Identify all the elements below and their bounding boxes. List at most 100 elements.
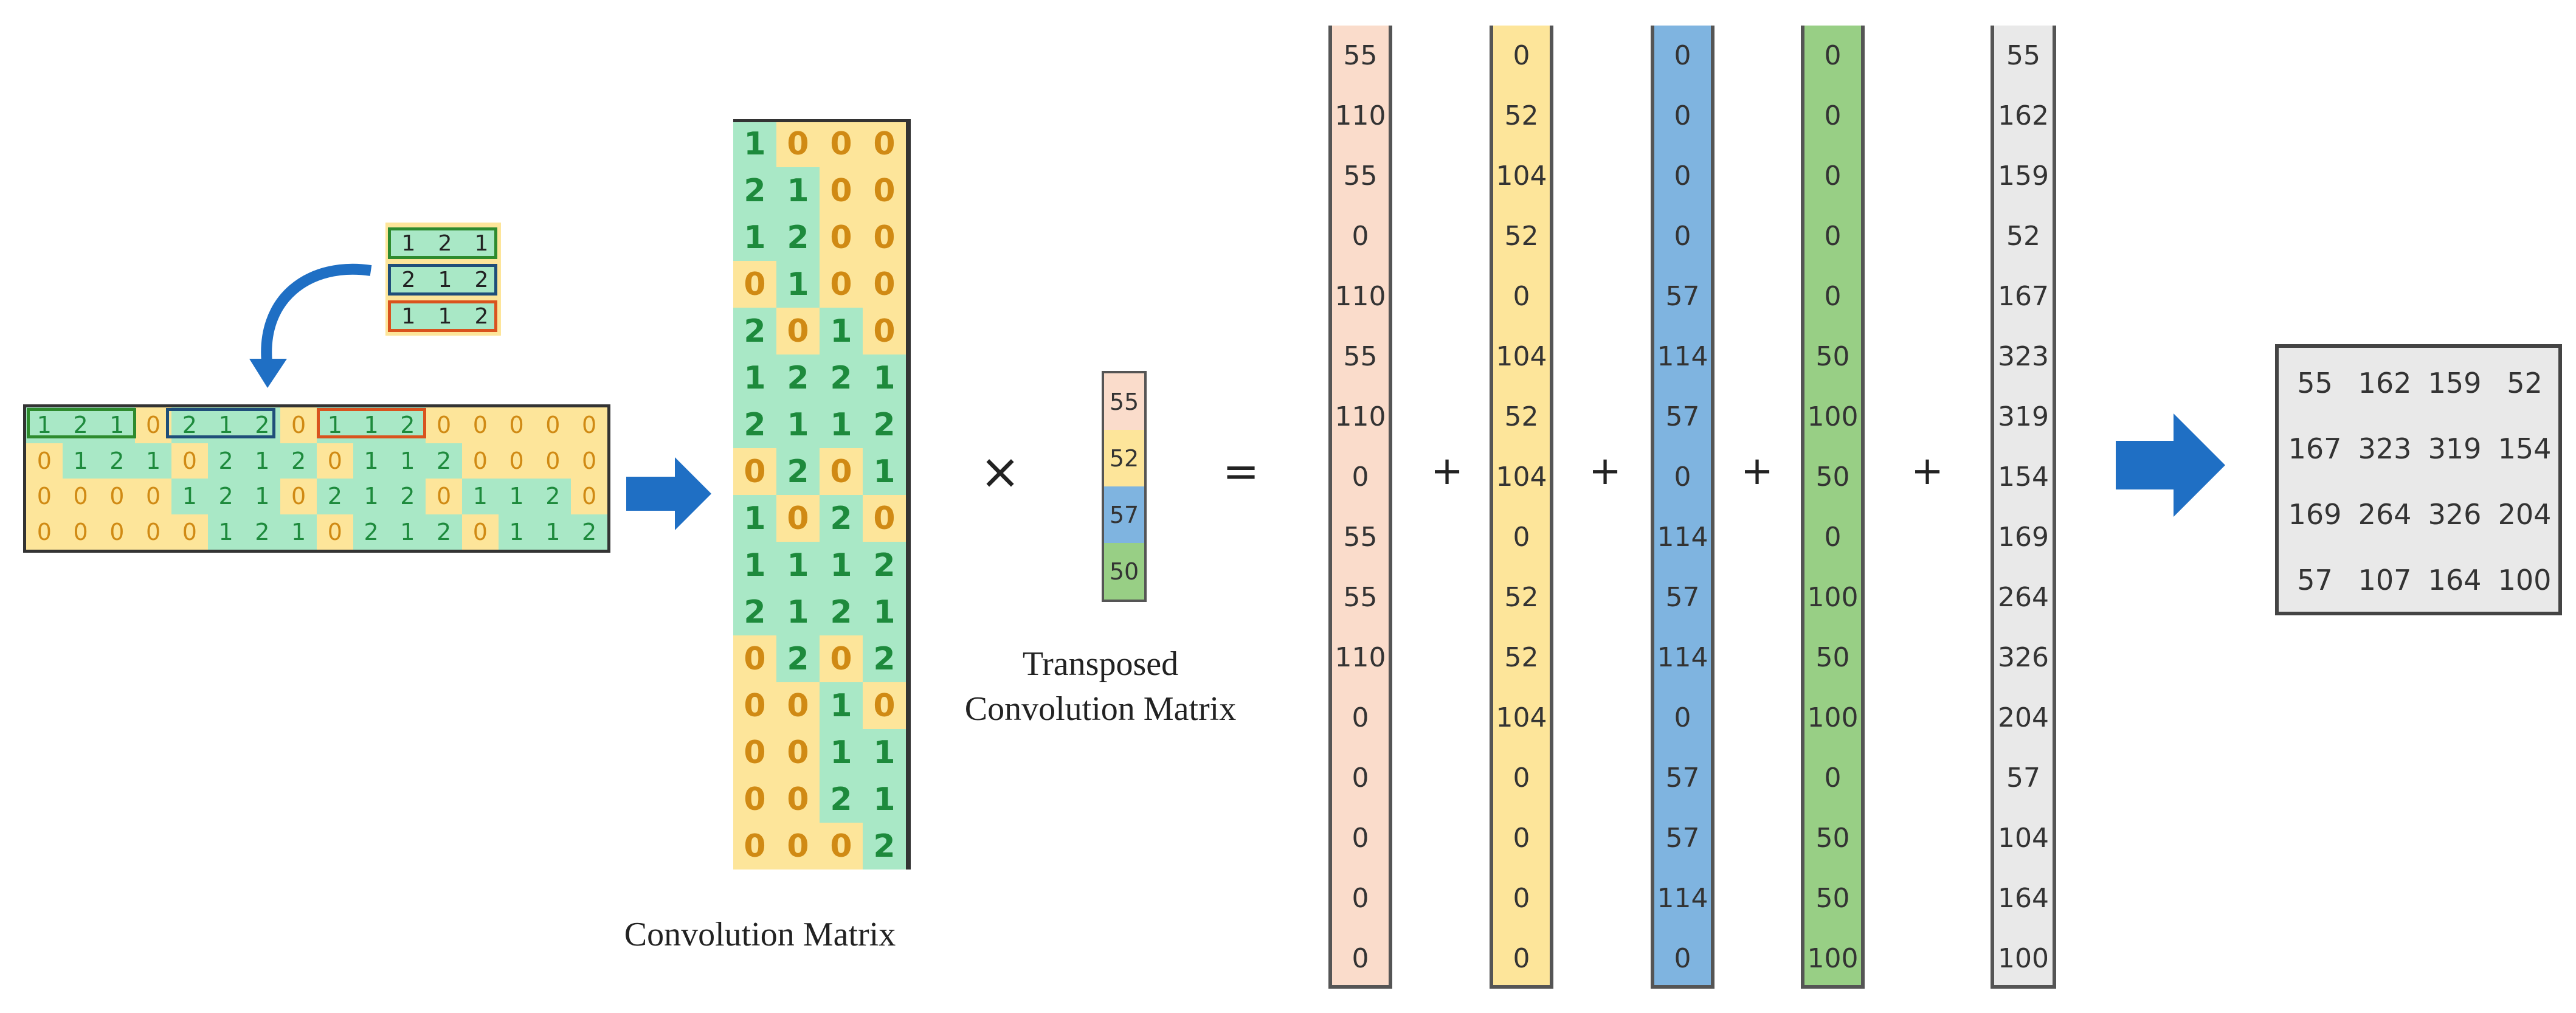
- kernel-cell: 1: [474, 230, 489, 256]
- input-cell: 0: [98, 479, 136, 514]
- input-cell: 2: [389, 479, 426, 514]
- column-value: 52: [1504, 582, 1539, 613]
- input-cell: 1: [498, 479, 535, 514]
- input-cell: 0: [26, 514, 63, 550]
- column-value: 167: [1998, 281, 2049, 312]
- column-value: 110: [1335, 100, 1386, 131]
- conv-cell: 2: [733, 308, 776, 354]
- conv-cell: 1: [863, 589, 906, 635]
- input-cell: 1: [244, 479, 281, 514]
- input-cell: 0: [171, 443, 208, 479]
- column-value: 52: [1504, 401, 1539, 432]
- block-arrow-icon: [2116, 413, 2225, 517]
- conv-cell: 2: [776, 448, 820, 495]
- conv-cell: 2: [820, 589, 863, 635]
- highlight-box-orange: [317, 408, 426, 438]
- plus-operator-2: +: [1589, 449, 1621, 494]
- transposed-caption-line2: Convolution Matrix: [964, 690, 1237, 728]
- conv-cell: 0: [776, 682, 820, 729]
- conv-matrix-top-border: [733, 119, 911, 122]
- input-cell: 1: [244, 443, 281, 479]
- column-value: 55: [1343, 40, 1378, 71]
- input-cell: 1: [353, 443, 390, 479]
- output-cell: 164: [2428, 564, 2482, 596]
- column-value: 0: [1513, 281, 1530, 312]
- column-value: 55: [1343, 522, 1378, 553]
- column-value: 0: [1824, 281, 1842, 312]
- curved-arrow-icon: [249, 263, 372, 388]
- output-cell: 204: [2498, 498, 2552, 531]
- conv-cell: 0: [733, 635, 776, 682]
- column-value: 52: [1504, 100, 1539, 131]
- column-value: 0: [1513, 40, 1530, 71]
- input-cell: 0: [571, 407, 607, 443]
- input-cell: 0: [462, 443, 499, 479]
- column-value: 0: [1513, 823, 1530, 854]
- column-value: 0: [1674, 100, 1691, 131]
- conv-cell: 2: [820, 495, 863, 542]
- conv-cell: 2: [776, 354, 820, 401]
- input-cell: 1: [353, 479, 390, 514]
- column-value: 104: [1496, 161, 1547, 192]
- conv-cell: 0: [776, 823, 820, 870]
- conv-cell: 0: [776, 308, 820, 354]
- input-cell: 2: [426, 514, 462, 550]
- column-value: 154: [1998, 462, 2049, 493]
- conv-cell: 2: [863, 635, 906, 682]
- input-cell: 0: [498, 443, 535, 479]
- conv-cell: 2: [733, 589, 776, 635]
- column-value: 0: [1352, 883, 1369, 914]
- column-value: 57: [1665, 823, 1700, 854]
- input-cell: 2: [317, 479, 353, 514]
- column-value: 0: [1824, 522, 1842, 553]
- conv-cell: 2: [863, 401, 906, 448]
- column-value: 100: [1807, 702, 1859, 733]
- kernel-cell: 2: [474, 267, 489, 292]
- column-value: 52: [1504, 221, 1539, 252]
- conv-cell: 1: [820, 682, 863, 729]
- conv-cell: 0: [733, 729, 776, 776]
- output-cell: 107: [2358, 564, 2412, 596]
- kernel-row: [388, 300, 497, 332]
- input-cell: 1: [534, 514, 571, 550]
- conv-cell: 1: [733, 354, 776, 401]
- column-value: 326: [1998, 642, 2049, 673]
- kernel-cell: 2: [401, 267, 416, 292]
- column-value: 0: [1352, 762, 1369, 793]
- column-value: 52: [2006, 221, 2040, 252]
- column-value: 264: [1998, 582, 2049, 613]
- conv-cell: 0: [776, 776, 820, 823]
- input-cell: 0: [462, 514, 499, 550]
- conv-cell: 0: [863, 167, 906, 214]
- input-cell: 1: [62, 443, 99, 479]
- input-cell: 2: [426, 443, 462, 479]
- conv-cell: 0: [863, 682, 906, 729]
- column-value: 0: [1824, 40, 1842, 71]
- column-value: 0: [1824, 762, 1842, 793]
- column-value: 110: [1335, 401, 1386, 432]
- input-cell: 1: [389, 514, 426, 550]
- column-value: 0: [1352, 221, 1369, 252]
- column-value: 57: [1665, 762, 1700, 793]
- column-value: 104: [1496, 462, 1547, 493]
- conv-cell: 2: [863, 823, 906, 870]
- input-cell: 0: [280, 407, 317, 443]
- output-cell: 154: [2498, 432, 2552, 465]
- column-value: 100: [1807, 401, 1859, 432]
- kernel-cell: 1: [401, 303, 416, 329]
- column-value: 114: [1657, 341, 1708, 372]
- output-cell: 57: [2297, 564, 2333, 596]
- conv-cell: 2: [733, 401, 776, 448]
- column-value: 0: [1513, 883, 1530, 914]
- conv-cell: 1: [863, 776, 906, 823]
- input-cell: 0: [426, 407, 462, 443]
- column-value: 104: [1998, 823, 2049, 854]
- output-cell: 100: [2498, 564, 2552, 596]
- input-cell: 0: [26, 443, 63, 479]
- column-value: 114: [1657, 642, 1708, 673]
- output-cell: 162: [2358, 367, 2412, 399]
